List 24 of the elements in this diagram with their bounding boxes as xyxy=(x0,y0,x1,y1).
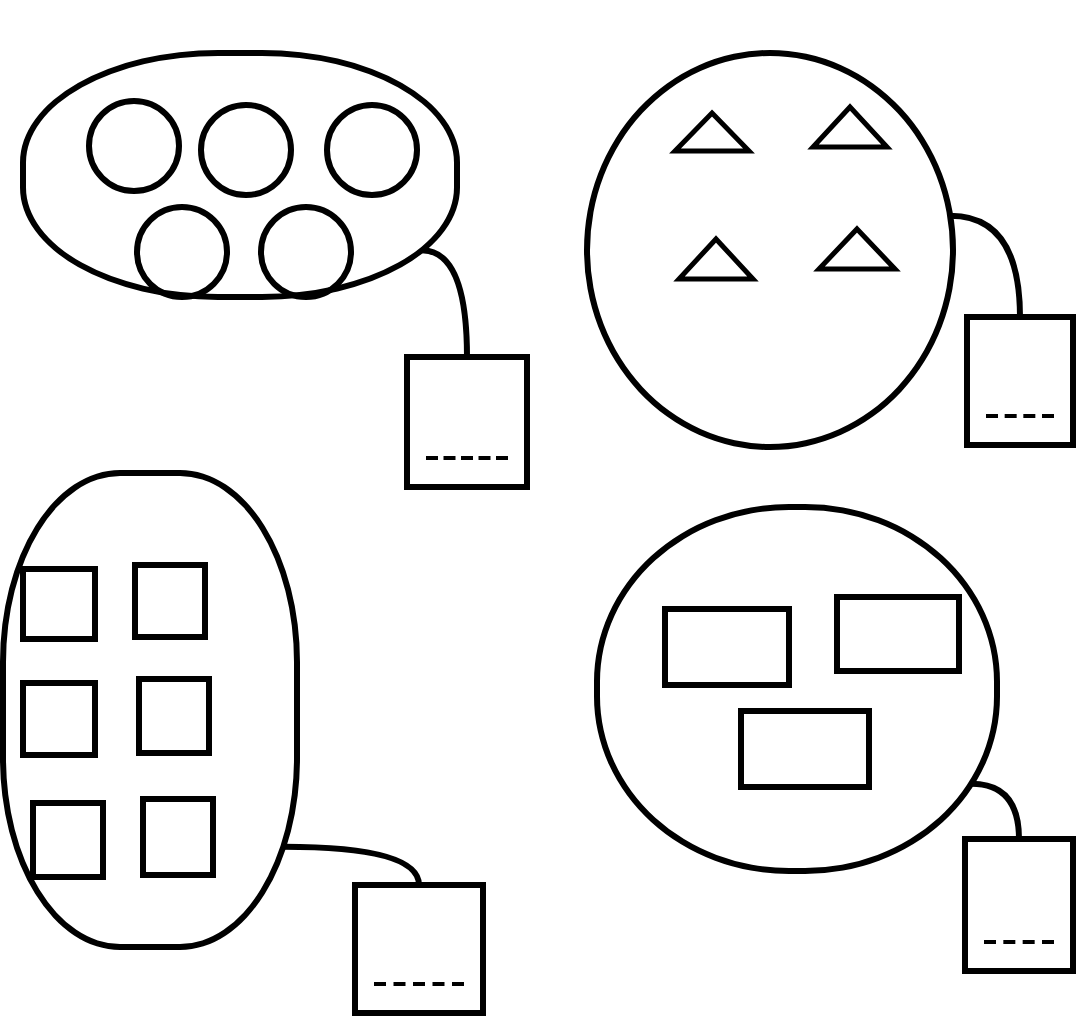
rectangle-shape xyxy=(738,708,872,790)
square-shape xyxy=(140,796,216,878)
answer-box xyxy=(964,314,1076,448)
square-shape xyxy=(132,562,208,640)
connector-line xyxy=(283,843,422,886)
square-shape xyxy=(30,800,106,880)
square-shape xyxy=(20,566,98,642)
answer-box xyxy=(962,836,1076,974)
connector-line xyxy=(971,780,1022,840)
rectangle-shape xyxy=(662,606,792,688)
square-shape xyxy=(136,676,212,756)
blob-outline xyxy=(0,470,300,950)
answer-box xyxy=(404,354,530,490)
blob-outline xyxy=(20,50,460,300)
blob-outline xyxy=(584,50,956,450)
triangle-shape xyxy=(672,110,752,154)
triangle-shape xyxy=(810,104,890,150)
connector-line xyxy=(950,212,1023,318)
connector-line xyxy=(421,247,470,358)
rectangle-shape xyxy=(834,594,962,674)
triangle-shape xyxy=(816,226,898,272)
square-shape xyxy=(20,680,98,758)
triangle-shape xyxy=(676,236,756,282)
answer-box xyxy=(352,882,486,1016)
